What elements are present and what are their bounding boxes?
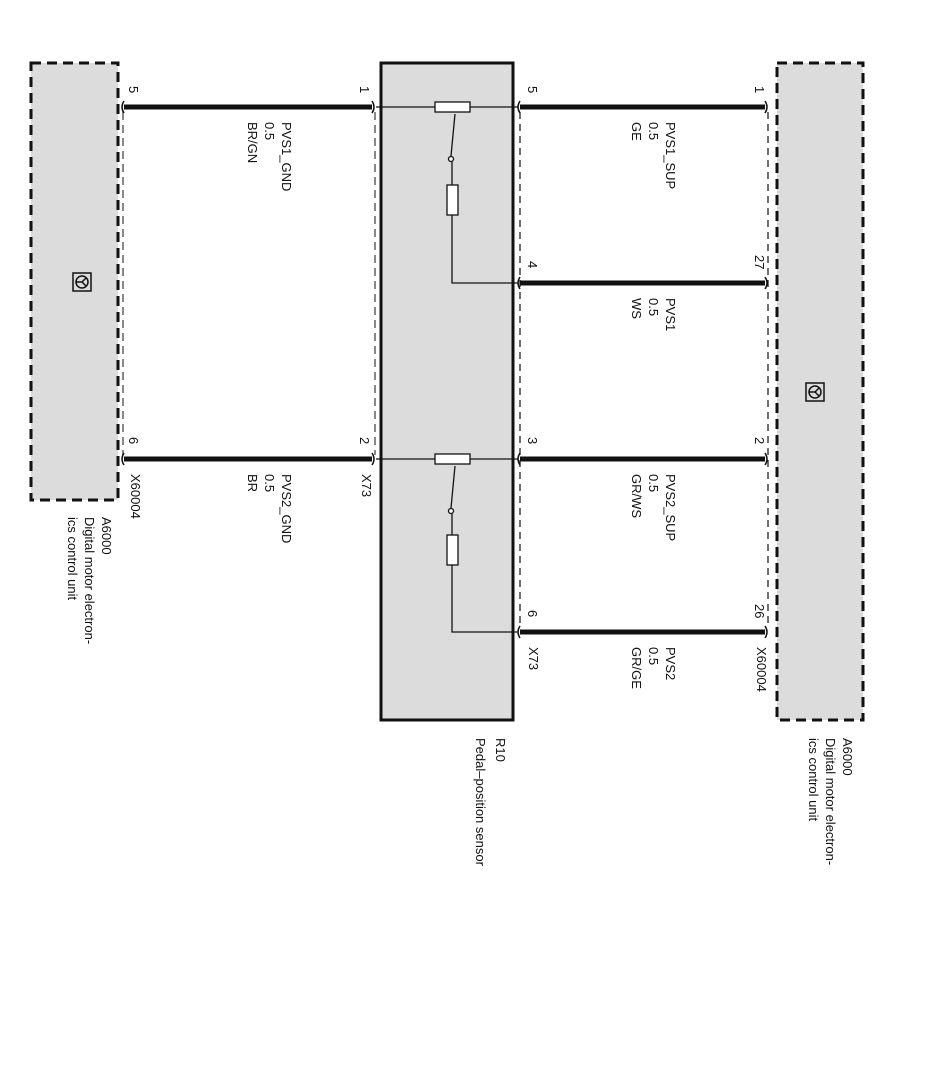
component-desc: ics control unit <box>65 517 80 600</box>
pin-label: 4 <box>525 261 540 268</box>
wire-color: GR/WS <box>629 474 644 518</box>
connector-label: X60004 <box>128 474 143 519</box>
pin-label: 26 <box>752 604 767 618</box>
connector-label: X60004 <box>754 647 769 692</box>
wire-name: PVS2 <box>663 647 678 680</box>
potentiometer-2 <box>434 453 471 465</box>
pin-label: 3 <box>525 437 540 444</box>
wire-name: PVS2_SUP <box>663 474 678 541</box>
wire-size: 0.5 <box>646 647 661 665</box>
ecu-right-box <box>775 61 865 722</box>
component-desc: Digital motor electron- <box>82 517 97 644</box>
wire-color: GE <box>629 122 644 141</box>
wire-size: 0.5 <box>646 122 661 140</box>
wire-size: 0.5 <box>262 474 277 492</box>
resistor-1 <box>446 184 459 216</box>
component-id: A6000 <box>840 738 855 776</box>
wire-name: PVS1_GND <box>279 122 294 191</box>
component-id: R10 <box>493 738 508 762</box>
pin-label: 1 <box>752 86 767 93</box>
ecu-icon-right <box>805 382 825 402</box>
shield-lines <box>122 112 376 455</box>
pin-label: 2 <box>752 437 767 444</box>
wire-size: 0.5 <box>646 298 661 316</box>
ecu-icon-left <box>72 272 92 292</box>
wire-name: PVS2_GND <box>279 474 294 543</box>
connector-label: X73 <box>359 474 374 497</box>
pin-label: 5 <box>525 86 540 93</box>
connector-label: X73 <box>526 647 541 670</box>
wire-name: PVS1 <box>663 298 678 331</box>
potentiometer-1 <box>434 101 471 113</box>
wire-color: BR <box>245 474 260 492</box>
wires <box>124 104 765 635</box>
component-desc: Pedal–position sensor <box>473 738 488 867</box>
component-id: A6000 <box>99 517 114 555</box>
pin-label: 6 <box>525 610 540 617</box>
wire-color: GR/GE <box>629 647 644 689</box>
shield-lines-right <box>519 112 769 628</box>
ecu-left-box <box>29 61 120 502</box>
pin-label: 5 <box>126 86 141 93</box>
wire-size: 0.5 <box>262 122 277 140</box>
pin-label: 1 <box>357 86 372 93</box>
component-desc: ics control unit <box>806 738 821 821</box>
pin-label: 27 <box>752 255 767 269</box>
pin-label: 2 <box>357 437 372 444</box>
wire-color: BR/GN <box>245 122 260 163</box>
sensor-box <box>379 61 515 722</box>
wire-name: PVS1_SUP <box>663 122 678 189</box>
sensor-internals <box>376 101 518 633</box>
pin-label: 6 <box>126 437 141 444</box>
component-desc: Digital motor electron- <box>823 738 838 865</box>
resistor-2 <box>446 534 459 566</box>
pin-marks <box>121 100 768 639</box>
wire-size: 0.5 <box>646 474 661 492</box>
wire-color: WS <box>629 298 644 319</box>
